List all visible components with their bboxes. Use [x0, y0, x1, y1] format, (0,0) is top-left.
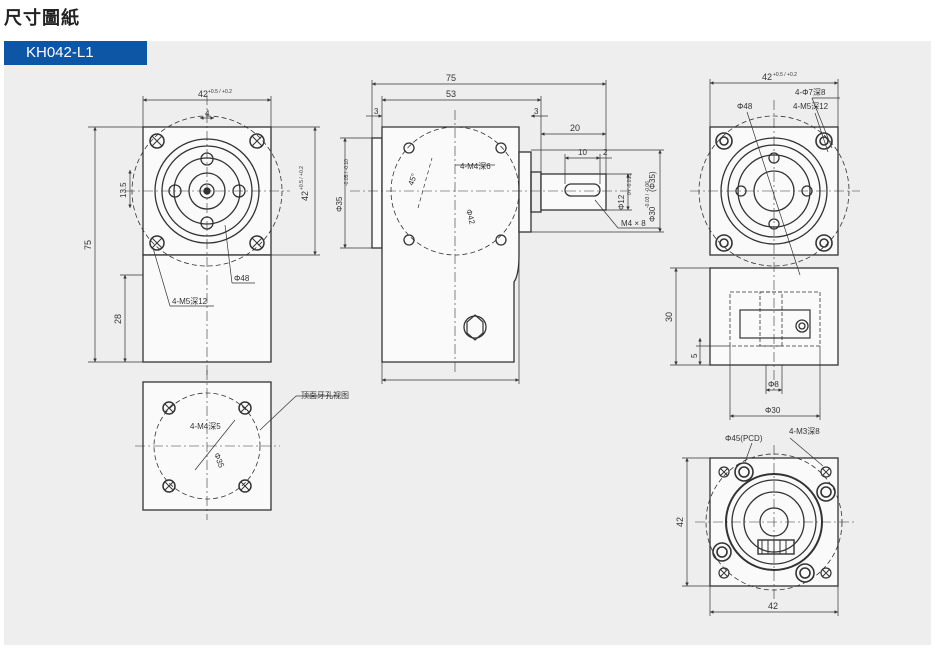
model-tag[interactable]: KH042-L1: [4, 41, 147, 65]
side-dia30-tol: -0.03 / -0.06: [645, 181, 651, 208]
bottom-holes: 4-M3深8: [789, 427, 820, 436]
side-dia35-tol: -0.05 / -0.10: [344, 159, 350, 186]
bottom-dim-42-bottom: 42: [768, 601, 778, 611]
front-dia48: Φ48: [234, 274, 250, 283]
side-dim-2: 2: [603, 148, 608, 157]
right-dim-5: 5: [690, 353, 699, 358]
side-dim-53: 53: [446, 89, 456, 99]
side-dia30: Φ30: [648, 206, 657, 222]
bottom-pcd: Φ45(PCD): [725, 434, 763, 443]
side-dim-10: 10: [578, 148, 587, 157]
front-dim-top-tol: +0.5 / +0.2: [208, 89, 232, 95]
right-holes-a: 4-Φ7深8: [795, 88, 826, 97]
front-view: [88, 95, 320, 375]
right-dim-30: 30: [664, 312, 674, 322]
front-corner-holes: [149, 133, 265, 251]
page-title: 尺寸圖紙: [4, 8, 80, 28]
front-dim-4: 4: [205, 109, 210, 118]
dimension-labels: 42 +0.5 / +0.2 4 42 +0.5 / +0.2 13.5 75 …: [83, 72, 829, 611]
side-dia35: Φ35: [335, 196, 344, 212]
right-view: [670, 79, 860, 420]
side-dia12: Φ12: [617, 194, 626, 210]
front-dim-side: 42: [300, 191, 310, 201]
side-holes: 4-M4深6: [460, 162, 491, 171]
side-dia12-tol: 0 / -0.015: [627, 174, 633, 195]
side-angle: 45°: [406, 172, 419, 186]
side-dim-3a: 3: [374, 107, 379, 116]
bottom-flange-view: [682, 437, 855, 616]
bottom-dim-42-side: 42: [675, 517, 685, 527]
front-dim-13-5: 13.5: [119, 182, 128, 198]
top-hole-view: [135, 370, 340, 520]
right-dia30: Φ30: [765, 406, 781, 415]
side-dia35-ref: (Φ35): [648, 171, 657, 192]
front-dim-top: 42: [198, 89, 208, 99]
front-dim-75: 75: [83, 240, 93, 250]
right-dia8: Φ8: [768, 380, 779, 389]
front-dim-28: 28: [113, 314, 123, 324]
side-dim-75: 75: [446, 73, 456, 83]
top-view-holes: 4-M4深5: [190, 422, 221, 431]
side-dim-20: 20: [570, 123, 580, 133]
right-dim-42-tol: +0.5 / +0.2: [773, 72, 797, 78]
right-dim-42: 42: [762, 72, 772, 82]
side-key: M4 × 8: [621, 219, 646, 228]
right-holes-b: 4-M5深12: [793, 102, 829, 111]
top-view-caption: 顶面牙孔视图: [301, 390, 349, 400]
right-dia48: Φ48: [737, 102, 753, 111]
side-dim-3b: 3: [534, 107, 539, 116]
side-view: [340, 80, 664, 384]
front-holes: 4-M5深12: [172, 297, 208, 306]
front-dim-side-tol: +0.5 / +0.2: [299, 166, 305, 190]
side-dia42: Φ42: [464, 208, 477, 226]
